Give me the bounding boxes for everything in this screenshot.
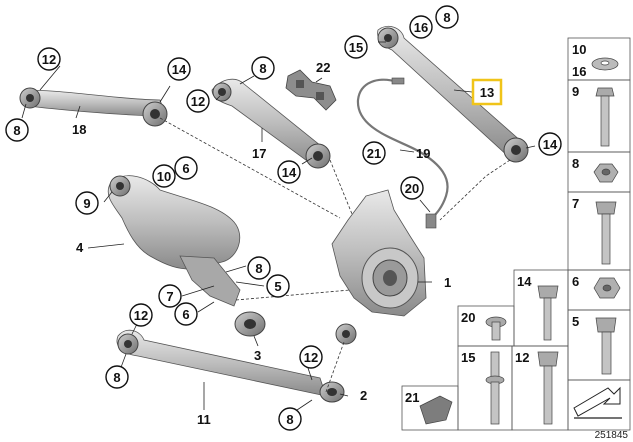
label-22[interactable]: 22: [316, 60, 330, 75]
callout-12[interactable]: 12: [37, 47, 61, 71]
callout-text: 14: [172, 62, 187, 77]
bolt-14-icon: [537, 285, 559, 341]
label-3[interactable]: 3: [254, 348, 261, 363]
callout-text: 12: [191, 94, 205, 109]
callout-text: 9: [83, 196, 90, 211]
callout-text: 6: [182, 307, 189, 322]
legend-21[interactable]: 21: [405, 390, 419, 405]
orientation-arrow-icon: [573, 386, 622, 419]
label-11[interactable]: 11: [197, 412, 211, 427]
callout-text: 14: [282, 165, 297, 180]
legend-16[interactable]: 16: [572, 64, 586, 79]
callout-12[interactable]: 12: [129, 303, 153, 327]
callout-14[interactable]: 14: [538, 132, 562, 156]
label-1[interactable]: 1: [444, 275, 451, 290]
callout-7[interactable]: 7: [158, 284, 182, 308]
bolt-9-icon: [595, 87, 615, 147]
control-arm-13: [377, 25, 529, 163]
control-arm-11: [116, 329, 327, 397]
callout-8[interactable]: 8: [247, 256, 271, 280]
bushing-2: [319, 381, 345, 403]
callout-text: 8: [259, 61, 266, 76]
label-17[interactable]: 17: [252, 146, 266, 161]
callout-text: 8: [286, 412, 293, 427]
callout-text: 21: [367, 146, 381, 161]
bolt-12-icon: [537, 351, 559, 425]
legend-20[interactable]: 20: [461, 310, 475, 325]
label-13: 13: [480, 85, 494, 100]
legend-8[interactable]: 8: [572, 156, 579, 171]
callout-text: 12: [134, 308, 148, 323]
legend-10[interactable]: 10: [572, 42, 586, 57]
legend-7[interactable]: 7: [572, 196, 579, 211]
legend-9[interactable]: 9: [572, 84, 579, 99]
callouts: 12 8 14 8 12 14 16 8 15 14 6 10 9 8 5 7 …: [5, 5, 562, 431]
callout-text: 8: [255, 261, 262, 276]
callout-text: 20: [405, 181, 419, 196]
callout-6[interactable]: 6: [174, 302, 198, 326]
callout-10[interactable]: 10: [152, 164, 176, 188]
legend-5[interactable]: 5: [572, 314, 579, 329]
callout-15[interactable]: 15: [344, 35, 368, 59]
diagram-number: 251845: [595, 430, 629, 441]
trailing-arm-4: [107, 175, 241, 307]
label-19[interactable]: 19: [416, 146, 430, 161]
bolt-20-icon: [485, 316, 507, 341]
callout-8[interactable]: 8: [251, 56, 275, 80]
bracket-22: [285, 69, 337, 111]
callout-12[interactable]: 12: [299, 345, 323, 369]
legend-12[interactable]: 12: [515, 350, 529, 365]
clip-21-icon: [419, 395, 453, 425]
callout-9[interactable]: 9: [75, 191, 99, 215]
callout-text: 6: [182, 161, 189, 176]
nut-8-icon: [593, 163, 619, 183]
hardware-legend: [401, 37, 631, 431]
bolt-7-icon: [595, 201, 617, 265]
guide-lines: [159, 117, 511, 393]
sensor-cable-19: [356, 77, 449, 229]
bolt-5-icon: [595, 317, 617, 375]
legend-labels: 10 16 9 8 7 14 6 20 5 15 12 21: [405, 42, 586, 405]
control-arm-18: [19, 87, 168, 127]
callout-8[interactable]: 8: [5, 118, 29, 142]
washer-icon: [591, 57, 619, 71]
callout-16[interactable]: 16: [409, 15, 433, 39]
callout-text: 10: [157, 169, 171, 184]
label-2[interactable]: 2: [360, 388, 367, 403]
legend-6[interactable]: 6: [572, 274, 579, 289]
legend-14[interactable]: 14: [517, 274, 532, 289]
callout-14[interactable]: 14: [277, 160, 301, 184]
callout-text: 8: [113, 370, 120, 385]
callout-text: 12: [42, 52, 56, 67]
bushing-3: [234, 311, 266, 337]
legend-15[interactable]: 15: [461, 350, 475, 365]
callout-8[interactable]: 8: [278, 407, 302, 431]
callout-text: 16: [414, 20, 428, 35]
callout-text: 14: [543, 137, 558, 152]
callout-text: 8: [13, 123, 20, 138]
callout-text: 7: [166, 289, 173, 304]
label-18[interactable]: 18: [72, 122, 86, 137]
callout-21[interactable]: 21: [362, 141, 386, 165]
callout-13-highlighted[interactable]: 13: [471, 78, 503, 106]
callout-6[interactable]: 6: [174, 156, 198, 180]
callout-14[interactable]: 14: [167, 57, 191, 81]
callout-text: 12: [304, 350, 318, 365]
callout-text: 5: [274, 279, 281, 294]
callout-12[interactable]: 12: [186, 89, 210, 113]
stud-15-icon: [485, 351, 505, 425]
callout-8[interactable]: 8: [105, 365, 129, 389]
callout-text: 8: [443, 10, 450, 25]
wheel-carrier-1: [331, 189, 427, 345]
hardware-drawings: [419, 57, 622, 425]
callout-5[interactable]: 5: [266, 274, 290, 298]
callout-text: 15: [349, 40, 363, 55]
nut-6-icon: [593, 277, 621, 299]
callout-8[interactable]: 8: [435, 5, 459, 29]
label-4[interactable]: 4: [76, 240, 84, 255]
callout-20[interactable]: 20: [400, 176, 424, 200]
control-arm-17: [211, 78, 331, 169]
